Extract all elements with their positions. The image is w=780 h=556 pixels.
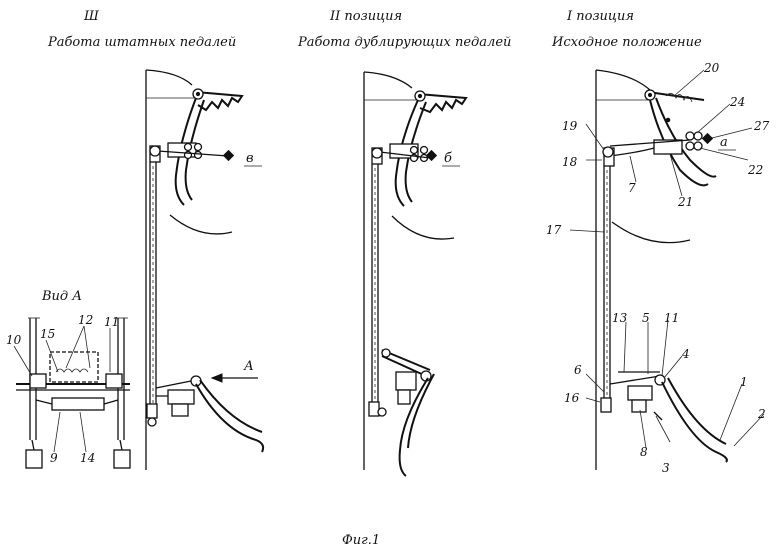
part-5: 5	[642, 311, 650, 325]
part-9: 9	[50, 451, 58, 465]
panel-3-drawing: А в	[145, 69, 265, 470]
view-a-label: Вид А	[41, 289, 82, 304]
col1-title: I позиция	[566, 9, 634, 24]
part-8: 8	[640, 445, 648, 459]
part-3: 3	[662, 461, 670, 475]
part-18: 18	[562, 155, 578, 169]
arrow-a-label: А	[243, 359, 254, 374]
figure-caption: Фиг.1	[342, 533, 380, 548]
part-27: 27	[753, 119, 770, 133]
part-4: 4	[681, 347, 690, 361]
part-11-view: 11	[104, 315, 119, 329]
panel-2-drawing: б	[363, 71, 468, 477]
part-20: 20	[703, 61, 720, 75]
col1-caption: Исходное положение	[551, 35, 702, 50]
panel-1-drawing: а 20 24 27 22 21 7 19 18 17 13 5 11 4 6 …	[546, 61, 770, 475]
col2-caption: Работа дублирующих педалей	[297, 35, 511, 50]
col2-title: II позиция	[329, 9, 402, 24]
part-2: 2	[757, 407, 766, 421]
part-17: 17	[546, 223, 562, 237]
letter-v: в	[246, 151, 254, 166]
part-13: 13	[612, 311, 628, 325]
part-15: 15	[40, 327, 55, 341]
part-1: 1	[740, 375, 748, 389]
part-21: 21	[677, 195, 693, 209]
part-11: 11	[664, 311, 679, 325]
part-19: 19	[562, 119, 578, 133]
part-7: 7	[628, 181, 636, 195]
view-a-drawing: Вид А 10 15 12 11 9 14	[6, 289, 131, 469]
letter-b: б	[444, 151, 452, 166]
part-16: 16	[564, 391, 580, 405]
letter-a: а	[720, 135, 728, 150]
part-24: 24	[729, 95, 745, 109]
col3-roman-heading: Ш	[83, 9, 100, 24]
part-12: 12	[78, 313, 93, 327]
part-6: 6	[574, 363, 582, 377]
col3-caption: Работа штатных педалей	[47, 35, 236, 50]
part-14: 14	[80, 451, 95, 465]
part-22: 22	[747, 163, 763, 177]
part-10: 10	[6, 333, 22, 347]
